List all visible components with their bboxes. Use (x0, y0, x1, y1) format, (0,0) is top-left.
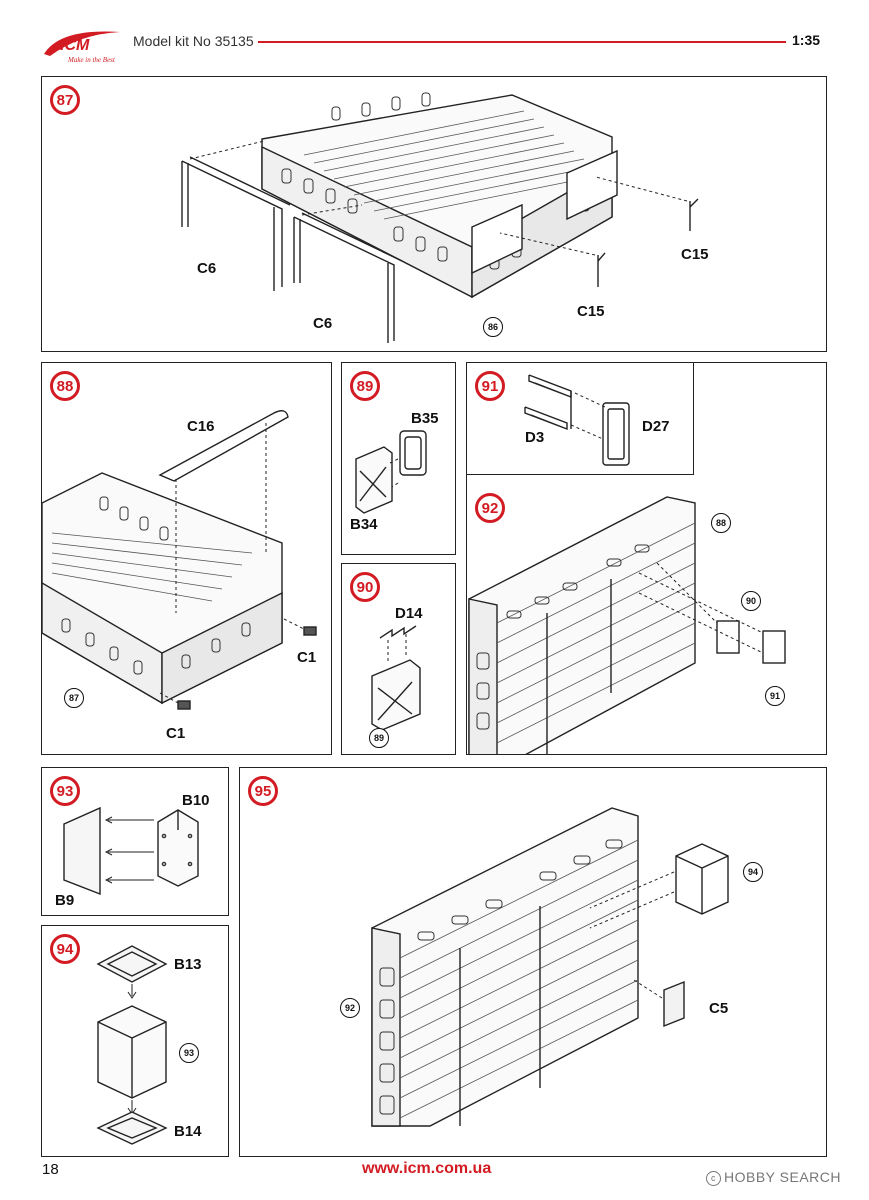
step-94-badge: 94 (50, 934, 80, 964)
step-93-badge: 93 (50, 776, 80, 806)
step-89-drawing (355, 430, 427, 514)
part-c6-label: C6 (313, 315, 333, 332)
step-94-drawing (96, 945, 168, 1145)
part-b35-label: B35 (411, 410, 439, 427)
part-d27-label: D27 (642, 418, 670, 435)
step-92-panel: 92 88 90 91 (466, 362, 827, 755)
step-95-panel: 95 C5 94 92 (239, 767, 827, 1157)
step-88-badge: 88 (50, 371, 80, 401)
ref-step-91: 91 (765, 686, 785, 706)
part-d14-label: D14 (395, 605, 423, 622)
svg-text:ICM: ICM (60, 37, 90, 54)
part-b10-label: B10 (182, 792, 210, 809)
step-91-badge: 91 (475, 371, 505, 401)
part-c16-label: C16 (187, 418, 215, 435)
step-87-panel: 87 C6 C6 C15 C15 86 (41, 76, 827, 352)
kit-number: Model kit No 35135 (133, 33, 254, 49)
step-93-drawing (63, 806, 199, 896)
step-92-drawing (468, 496, 786, 754)
ref-step-86: 86 (483, 317, 503, 337)
ref-step-93: 93 (179, 1043, 199, 1063)
step-89-badge: 89 (350, 371, 380, 401)
step-95-badge: 95 (248, 776, 278, 806)
step-88-panel: 88 C16 C1 C1 87 (41, 362, 332, 755)
step-90-badge: 90 (350, 572, 380, 602)
svg-text:Make in the Best: Make in the Best (67, 56, 116, 64)
part-d3-label: D3 (525, 429, 545, 446)
step-87-badge: 87 (50, 85, 80, 115)
part-c6-label: C6 (197, 260, 217, 277)
website-link[interactable]: www.icm.com.ua (362, 1160, 492, 1177)
step-90-panel: 90 D14 89 (341, 563, 456, 755)
ref-step-92: 92 (340, 998, 360, 1018)
icm-logo: ICM Make in the Best (40, 24, 126, 68)
step-91-panel: 91 D3 D27 (466, 362, 694, 475)
part-c1-label: C1 (166, 725, 186, 742)
part-b9-label: B9 (55, 892, 75, 909)
ref-step-87: 87 (64, 688, 84, 708)
step-91-drawing (524, 374, 630, 466)
part-c15-label: C15 (681, 246, 709, 263)
copyright-icon: c (706, 1171, 721, 1186)
ref-step-90: 90 (741, 591, 761, 611)
step-90-drawing (371, 625, 421, 731)
part-c1-label: C1 (297, 649, 317, 666)
ref-step-88: 88 (711, 513, 731, 533)
step-92-badge: 92 (475, 493, 505, 523)
part-b13-label: B13 (174, 956, 202, 973)
part-b34-label: B34 (350, 516, 378, 533)
step-87-drawing (181, 92, 699, 343)
step-94-panel: 94 B13 B14 93 (41, 925, 229, 1157)
ref-step-89: 89 (369, 728, 389, 748)
header-divider (258, 41, 786, 43)
part-c5-label: C5 (709, 1000, 729, 1017)
scale-label: 1:35 (792, 32, 821, 48)
step-95-drawing (371, 807, 729, 1127)
page-number: 18 (42, 1161, 59, 1178)
step-93-panel: 93 B10 B9 (41, 767, 229, 916)
step-88-drawing (42, 410, 317, 710)
part-b14-label: B14 (174, 1123, 202, 1140)
part-c15-label: C15 (577, 303, 605, 320)
step-89-panel: 89 B35 B34 (341, 362, 456, 555)
ref-step-94: 94 (743, 862, 763, 882)
